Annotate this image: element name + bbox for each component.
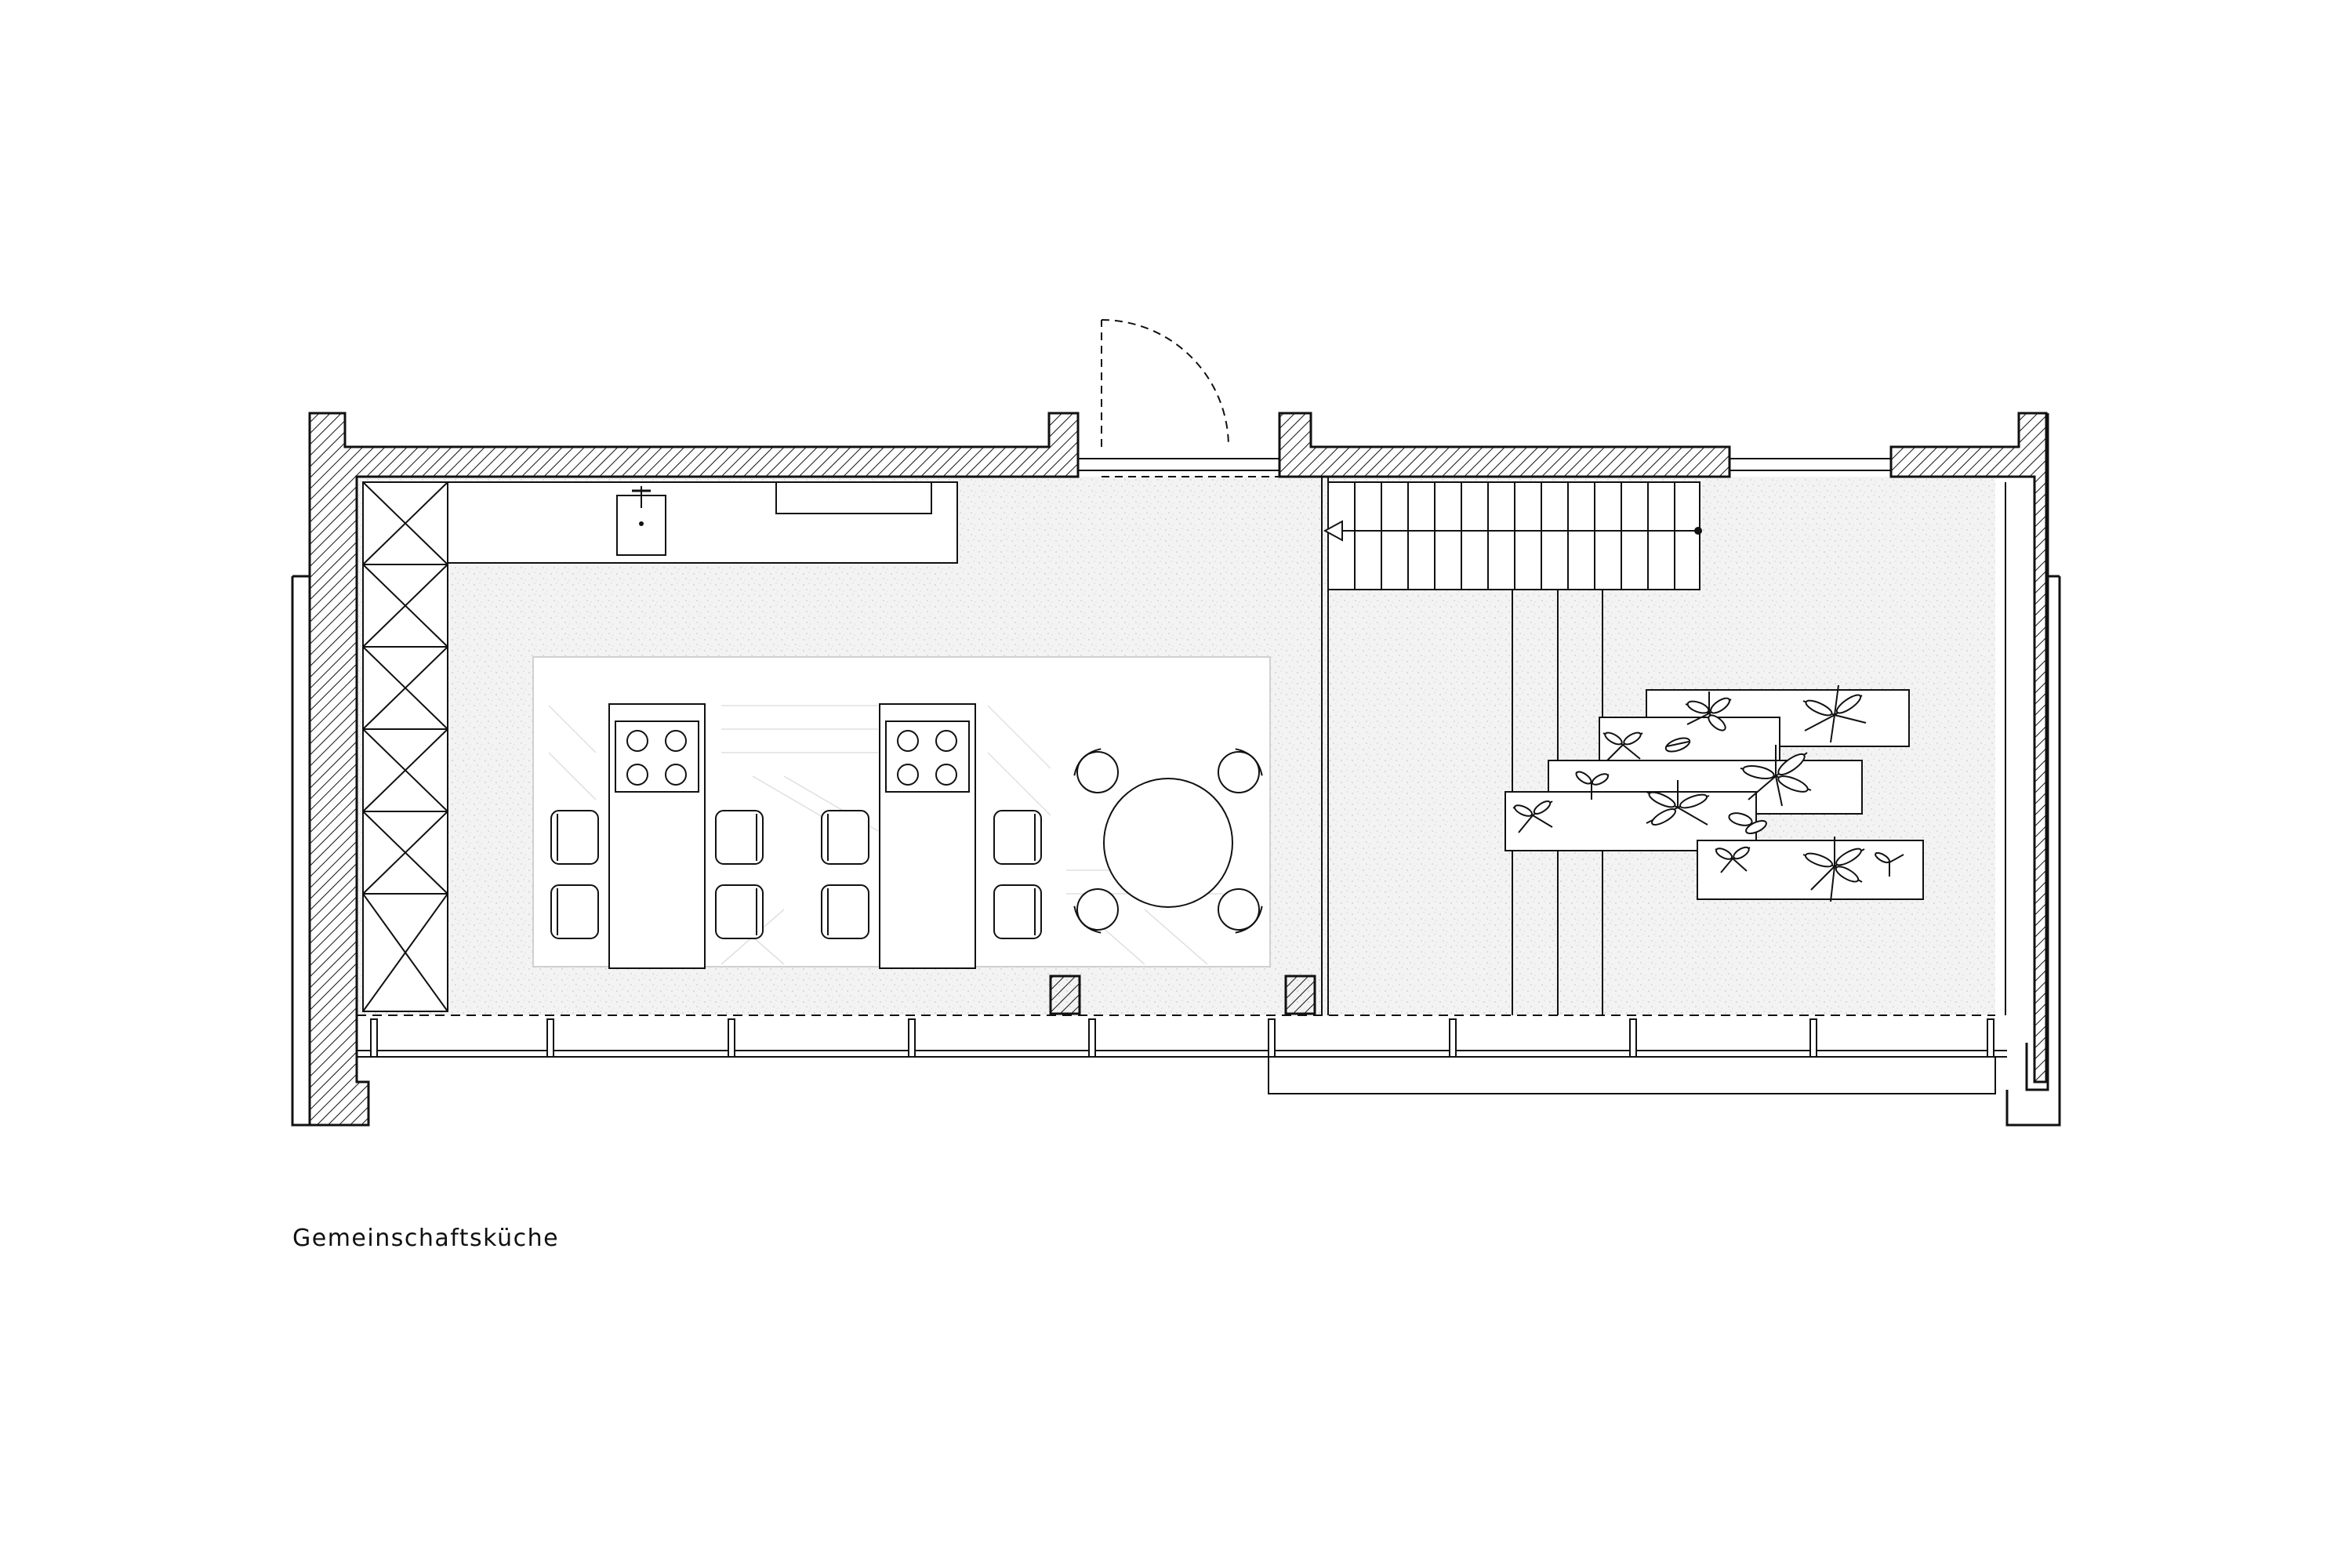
glass-facade [357,1014,2007,1094]
planters [1504,689,1924,900]
stairs [1327,481,1700,590]
plant-icon [1512,684,1904,902]
round-table [1103,778,1233,908]
cooktop-icon [885,720,970,793]
cooktop-icon [615,720,699,793]
door-swing-icon [1101,319,1279,477]
sink-icon [616,486,666,556]
plan-caption: Gemeinschaftsküche [292,1225,560,1252]
tall-cabinet [362,481,448,1012]
kitchen-counter [447,481,958,564]
stair-arrow-icon [1323,520,1702,542]
